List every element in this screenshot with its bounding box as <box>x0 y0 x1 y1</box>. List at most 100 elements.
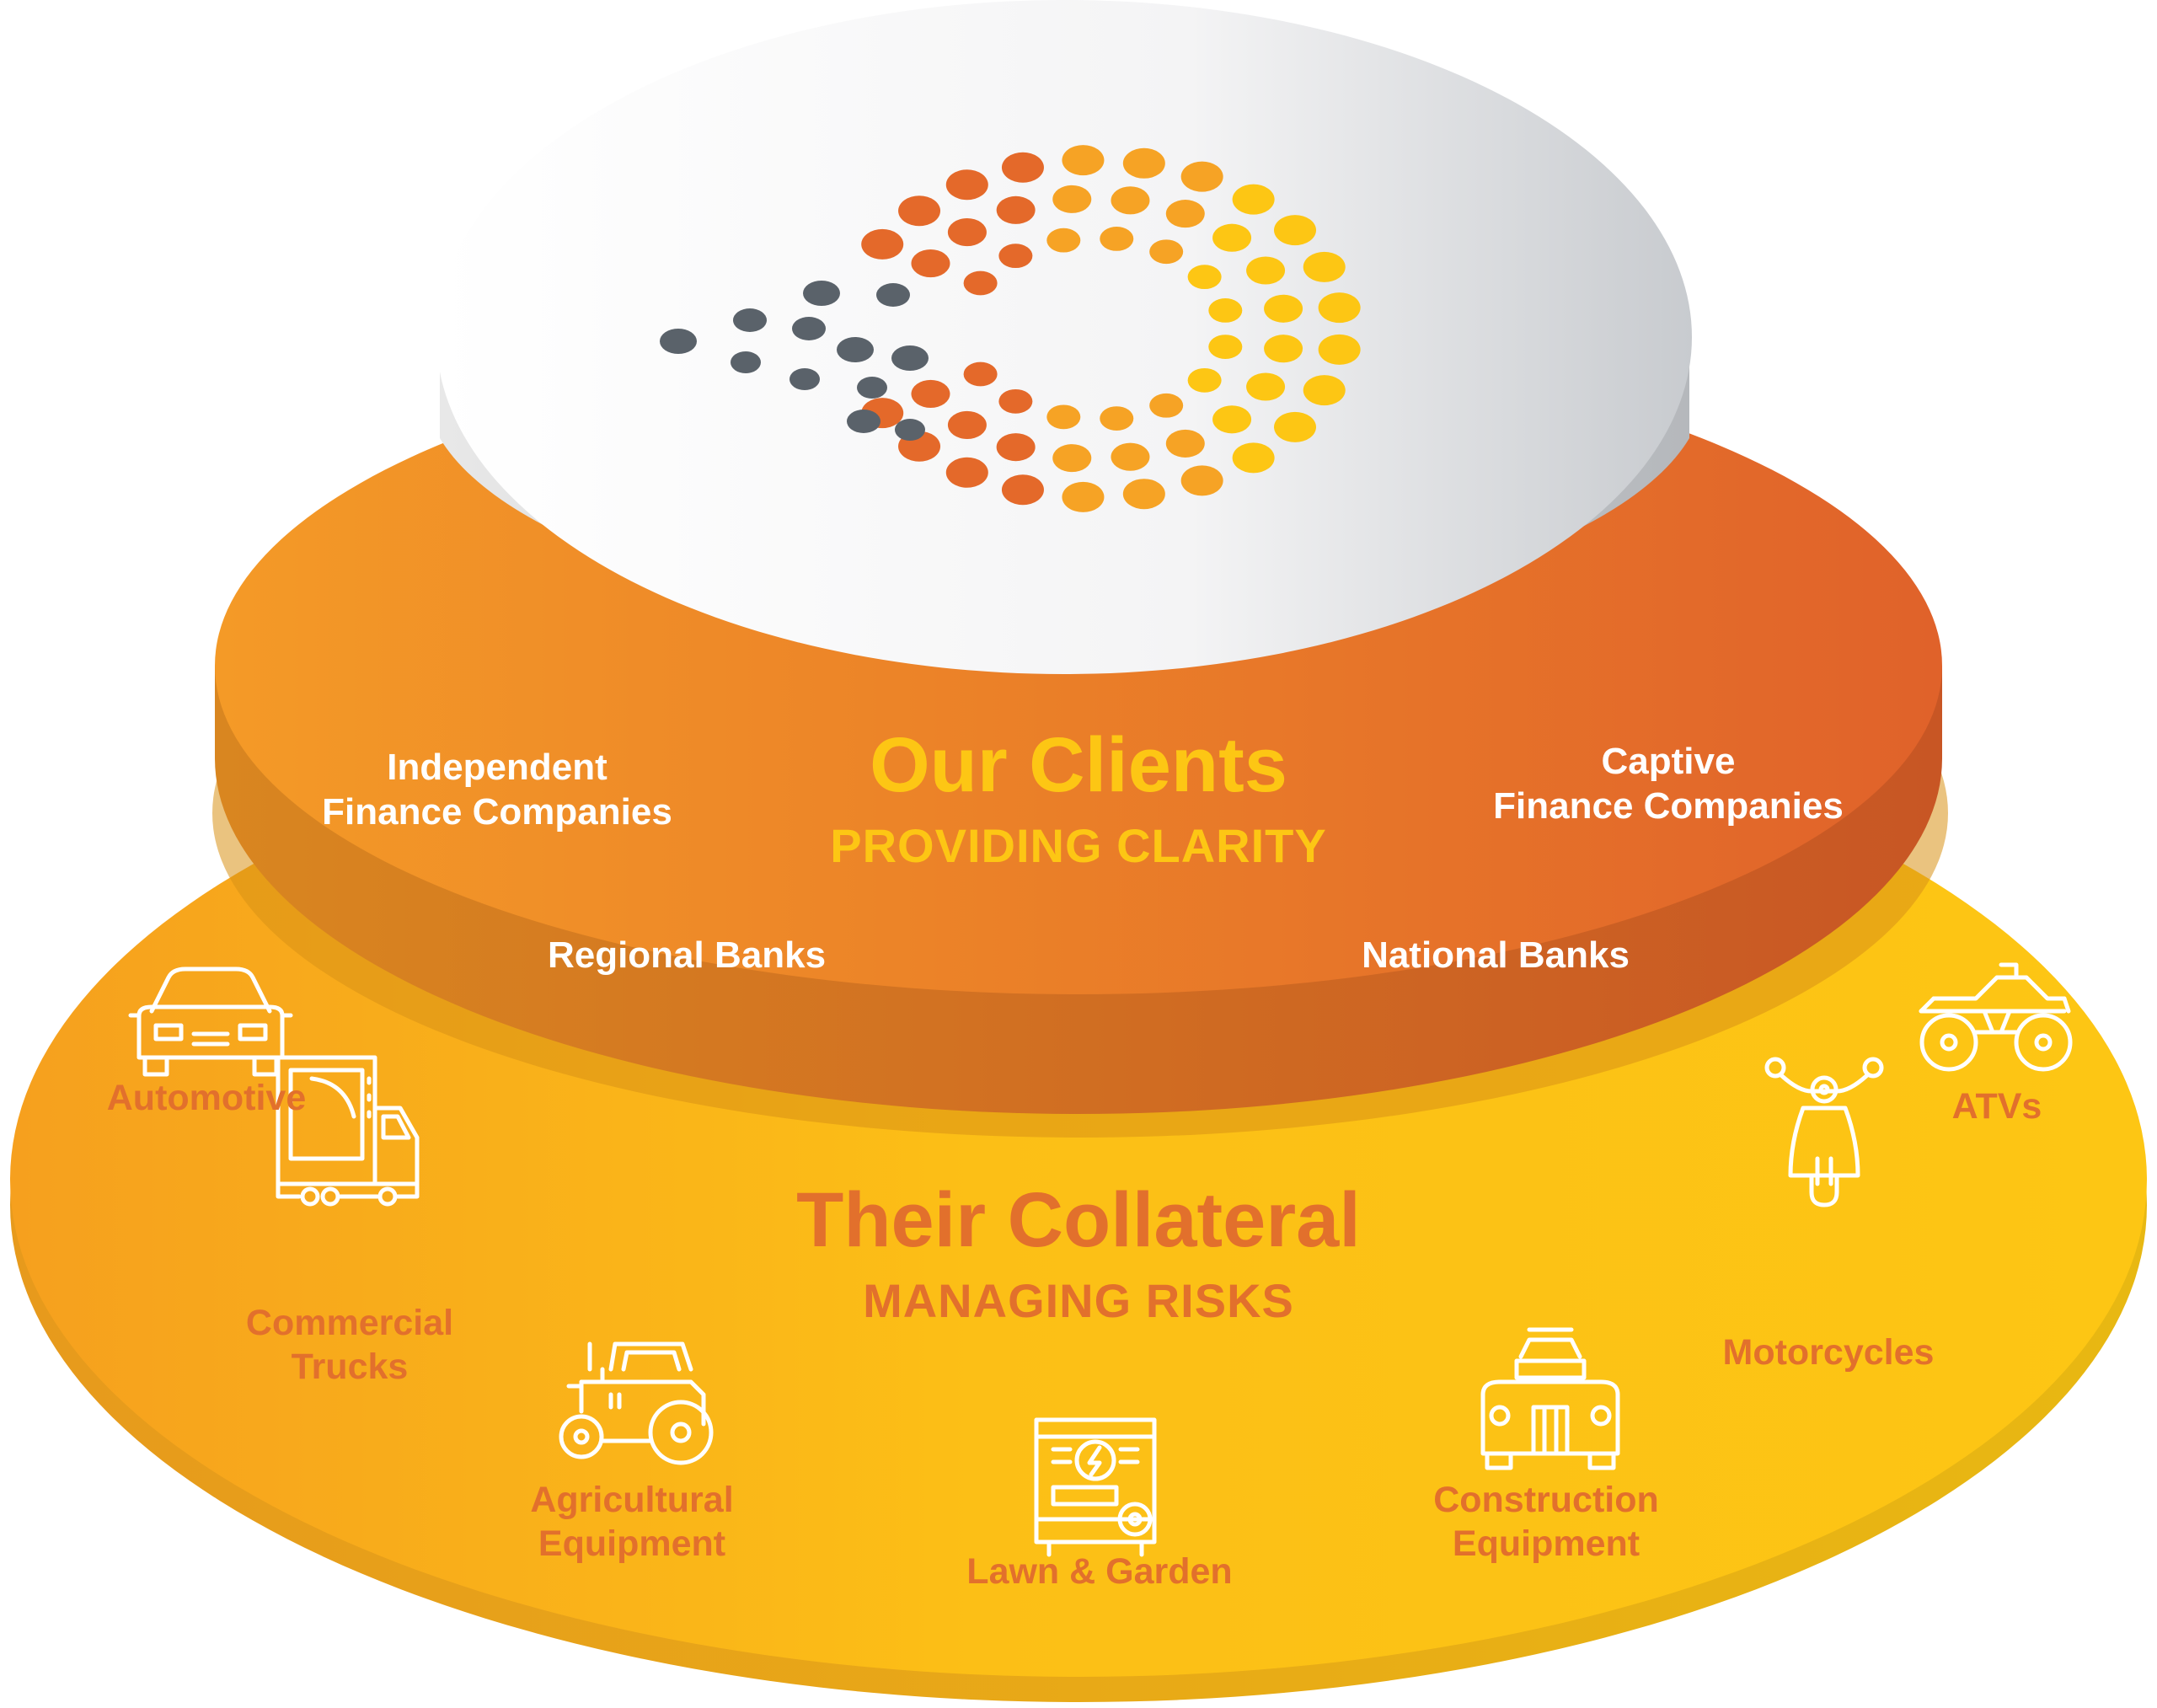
logo-dot <box>911 249 950 278</box>
logo-dot <box>1274 411 1317 442</box>
logo-dot <box>895 419 925 441</box>
logo-dot <box>1180 161 1223 192</box>
segment-regional-banks: Regional Banks <box>547 934 827 976</box>
segment-national-banks: National Banks <box>1362 934 1630 976</box>
logo-dot <box>731 351 761 373</box>
generator-icon <box>1034 1417 1157 1557</box>
logo-dot <box>1232 442 1275 474</box>
logo-dot <box>876 283 910 307</box>
atv-icon <box>1919 962 2073 1072</box>
item-line-1: Construction <box>1433 1480 1659 1520</box>
logo-dot <box>1165 429 1205 458</box>
logo-dot <box>1303 375 1346 406</box>
logo-dot <box>1318 334 1361 365</box>
logo-dot <box>1187 367 1222 393</box>
inner-tier-subtitle: PROVIDING CLARITY <box>830 819 1327 872</box>
outer-tier-title: Their Collateral <box>796 1177 1361 1263</box>
logo-dot <box>1052 444 1092 473</box>
segment-line-1: Independent <box>387 747 607 788</box>
item-line-2: Equipment <box>538 1523 726 1564</box>
segment-line-2: Finance Companies <box>1493 784 1844 827</box>
logo-dot <box>847 410 880 433</box>
top-disc <box>436 0 1692 674</box>
truck-icon <box>276 1055 420 1207</box>
item-atvs: ATVs <box>1951 1086 2042 1127</box>
logo-dot <box>1212 405 1252 434</box>
logo-dots <box>660 145 1361 512</box>
logo-dot <box>1149 239 1184 265</box>
logo-dot <box>963 270 998 296</box>
logo-dot <box>1111 442 1150 471</box>
car-icon <box>128 966 293 1077</box>
logo-dot <box>1165 200 1205 228</box>
logo-dot <box>898 195 941 227</box>
item-commercial-trucks: Commercial Trucks <box>194 1302 506 1389</box>
item-lawn-garden: Lawn & Garden <box>966 1551 1233 1592</box>
logo-dot <box>837 337 874 362</box>
logo-dot <box>891 345 929 371</box>
logo-dot <box>911 379 950 408</box>
logo-dot <box>1318 292 1361 324</box>
logo-dot <box>998 244 1033 269</box>
logo-dot <box>857 377 887 399</box>
logo-dot <box>1246 372 1286 401</box>
inner-tier <box>212 337 1948 1138</box>
logo-dot <box>963 361 998 387</box>
logo-dot <box>1122 479 1165 510</box>
logo-dot <box>947 218 987 247</box>
loader-icon <box>1480 1327 1620 1470</box>
inner-tier-title: Our Clients <box>870 722 1287 808</box>
logo-dot <box>998 388 1033 414</box>
logo-dot <box>1046 404 1081 430</box>
logo-dot <box>1046 228 1081 253</box>
logo-dot <box>1149 393 1184 418</box>
logo-dot <box>1246 256 1286 285</box>
logo-dot <box>1208 297 1243 323</box>
logo-dot <box>945 457 988 488</box>
item-automotive: Automotive <box>106 1078 307 1118</box>
logo-dot <box>1001 474 1044 506</box>
logo-dot <box>1052 185 1092 213</box>
logo-dot <box>1208 335 1243 360</box>
logo-dot <box>861 228 904 260</box>
item-line-2: Trucks <box>291 1346 409 1387</box>
logo-dot <box>1303 251 1346 282</box>
logo-dot <box>1062 481 1105 512</box>
tractor-icon <box>559 1341 714 1465</box>
top-disc-top <box>436 0 1692 674</box>
logo-dot <box>945 169 988 201</box>
item-construction-equipment: Construction Equipment <box>1390 1479 1702 1566</box>
logo-dot <box>733 308 767 332</box>
logo-dot <box>1232 184 1275 215</box>
logo-dot <box>1187 265 1222 290</box>
logo-dot <box>789 368 820 390</box>
logo-dot <box>1264 335 1303 363</box>
segment-line-1: Captive <box>1601 741 1736 782</box>
segment-independent-finance: Independent Finance Companies <box>278 746 716 835</box>
scooter-icon <box>1764 1057 1884 1207</box>
item-line-1: Agricultural <box>530 1480 734 1520</box>
logo-dot <box>1062 145 1105 176</box>
logo-dot <box>996 433 1036 462</box>
segment-captive-finance: Captive Finance Companies <box>1449 740 1887 829</box>
logo-dot <box>1100 406 1134 431</box>
segment-line-2: Finance Companies <box>322 790 672 833</box>
logo-dot <box>660 329 697 354</box>
logo-dot <box>947 410 987 439</box>
logo-dot <box>996 195 1036 224</box>
logo-dot <box>1264 294 1303 323</box>
item-line-1: Commercial <box>245 1303 454 1343</box>
item-line-2: Equipment <box>1452 1523 1640 1564</box>
logo-dot <box>1212 223 1252 252</box>
item-motorcycles: Motorcycles <box>1722 1332 1935 1373</box>
logo-dot <box>1122 147 1165 179</box>
logo-dot <box>1180 465 1223 496</box>
logo-dot <box>1274 215 1317 246</box>
outer-tier-subtitle: MANAGING RISKS <box>863 1274 1294 1327</box>
item-agricultural-equipment: Agricultural Equipment <box>480 1479 784 1566</box>
logo-dot <box>1100 226 1134 251</box>
logo-dot <box>1111 186 1150 215</box>
logo-dot <box>792 317 826 340</box>
logo-dot <box>1001 152 1044 183</box>
